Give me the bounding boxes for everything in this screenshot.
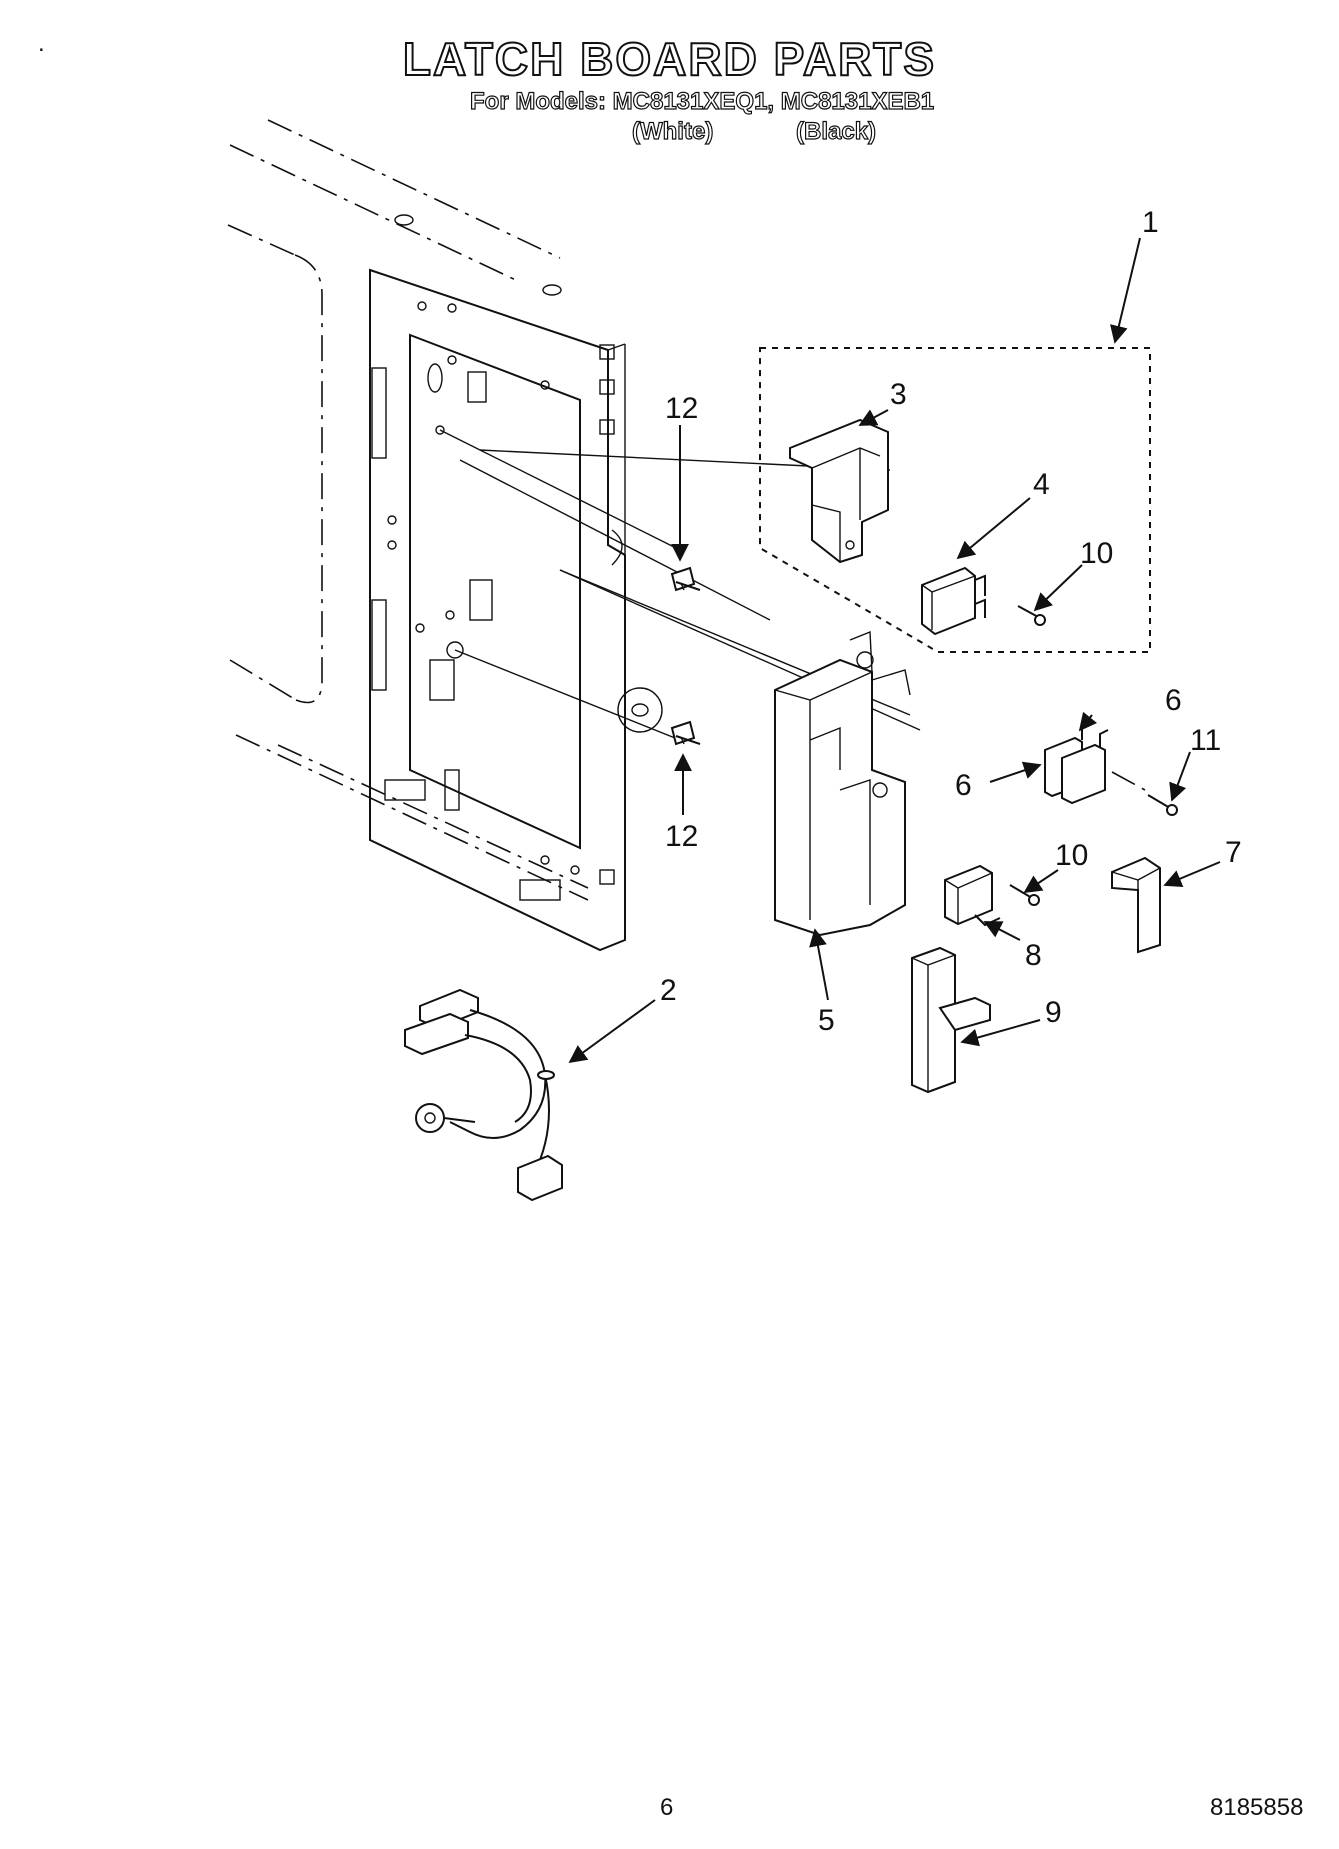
callout-3: 3 <box>890 378 907 411</box>
callout-7: 7 <box>1225 836 1242 869</box>
callout-10-lower: 10 <box>1055 839 1088 872</box>
callout-12-lower: 12 <box>665 820 698 853</box>
part-7-bracket[interactable] <box>1111 856 1161 954</box>
part-4-switch[interactable] <box>921 566 986 636</box>
document-number: 8185858 <box>1210 1794 1304 1821</box>
part-6-switch-pair[interactable] <box>1044 721 1146 805</box>
callout-labels: 1 2 3 4 5 6 6 7 8 9 10 10 11 12 12 <box>660 206 1242 1037</box>
part-9-lever-plate[interactable] <box>911 946 991 1094</box>
kit-assembly-boundary <box>759 347 1151 653</box>
variant-black-label: (Black) <box>795 117 877 145</box>
page-title: LATCH BOARD PARTS <box>402 32 937 86</box>
callout-2: 2 <box>660 974 677 1007</box>
callout-6-lower: 6 <box>955 769 972 802</box>
callout-1: 1 <box>1142 206 1159 239</box>
part-5-latch-lever[interactable] <box>774 630 911 937</box>
part-11-screw[interactable] <box>1147 794 1178 816</box>
part-10-screw-upper[interactable] <box>1017 605 1046 626</box>
callout-10-upper: 10 <box>1080 537 1113 570</box>
latch-board-panel <box>369 268 663 952</box>
cabinet-outline <box>227 119 589 901</box>
leader-arrows <box>568 237 1221 1064</box>
callout-5: 5 <box>818 1004 835 1037</box>
models-line: For Models: MC8131XEQ1, MC8131XEB1 <box>469 87 935 115</box>
part-2-wire-harness[interactable] <box>404 988 563 1202</box>
callout-8: 8 <box>1025 939 1042 972</box>
part-10-screw-lower[interactable] <box>1009 884 1040 906</box>
screw-12-lower[interactable] <box>670 720 701 746</box>
screw-12-upper[interactable] <box>670 566 701 592</box>
page-number: 6 <box>660 1794 674 1821</box>
part-8-switch[interactable] <box>944 864 1001 927</box>
callout-4: 4 <box>1033 468 1050 501</box>
callout-12-upper: 12 <box>665 392 698 425</box>
part-3-latch-hook[interactable] <box>789 418 889 564</box>
callout-6-upper: 6 <box>1165 684 1182 717</box>
variant-white-label: (White) <box>631 117 714 145</box>
callout-9: 9 <box>1045 996 1062 1029</box>
corner-mark: . <box>38 30 45 57</box>
callout-11: 11 <box>1190 724 1221 757</box>
